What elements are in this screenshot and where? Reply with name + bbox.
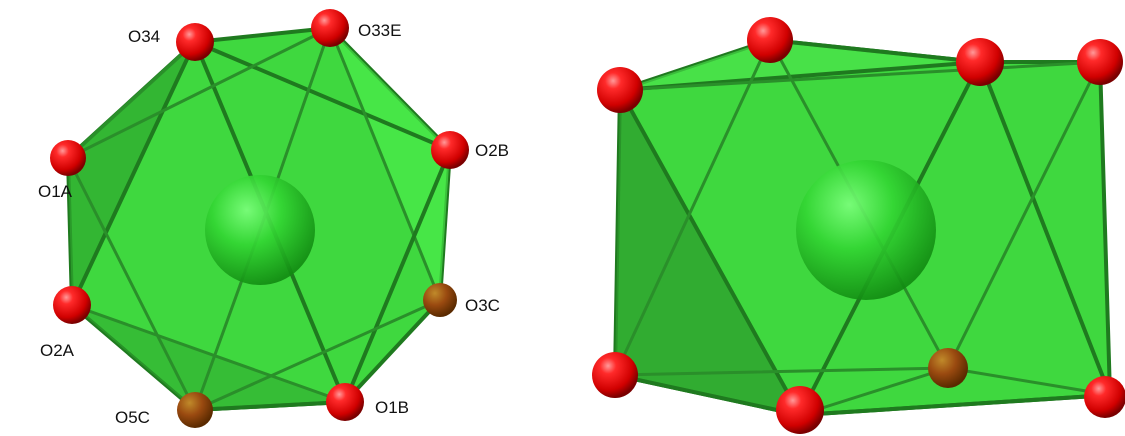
label-o5c: O5C xyxy=(115,408,150,427)
label-o34: O34 xyxy=(128,27,160,46)
right-polyhedron xyxy=(592,17,1125,434)
atom-o1b xyxy=(326,383,364,421)
left-atom-labels: O34 O33E O1A O2B O2A O3C O5C O1B xyxy=(38,21,509,427)
atom-o2b xyxy=(431,131,469,169)
atom-o1a xyxy=(50,140,86,176)
label-o1b: O1B xyxy=(375,398,409,417)
atom-o33e xyxy=(311,9,349,47)
atom-right-1 xyxy=(597,67,643,113)
label-o2a: O2A xyxy=(40,341,75,360)
label-o2b: O2B xyxy=(475,141,509,160)
left-shade-face-bottom xyxy=(72,305,345,410)
right-central-sphere xyxy=(796,160,936,300)
left-central-sphere xyxy=(205,175,315,285)
left-polyhedron: O34 O33E O1A O2B O2A O3C O5C O1B xyxy=(38,9,509,428)
right-oxygen-atoms xyxy=(592,17,1125,434)
atom-o2a xyxy=(53,286,91,324)
atom-right-7 xyxy=(776,386,824,434)
atom-right-3 xyxy=(956,38,1004,86)
atom-right-2 xyxy=(747,17,793,63)
right-light-face-top xyxy=(620,40,980,90)
label-o3c: O3C xyxy=(465,296,500,315)
atom-o5c xyxy=(177,392,213,428)
left-oxygen-atoms xyxy=(50,9,469,428)
atom-o3c xyxy=(423,283,457,317)
left-light-face xyxy=(330,28,450,300)
atom-o34 xyxy=(176,23,214,61)
label-o1a: O1A xyxy=(38,182,73,201)
atom-right-4 xyxy=(1077,39,1123,85)
atom-right-8 xyxy=(1084,376,1125,418)
atom-right-5 xyxy=(592,352,638,398)
label-o33e: O33E xyxy=(358,21,401,40)
atom-right-6 xyxy=(928,348,968,388)
